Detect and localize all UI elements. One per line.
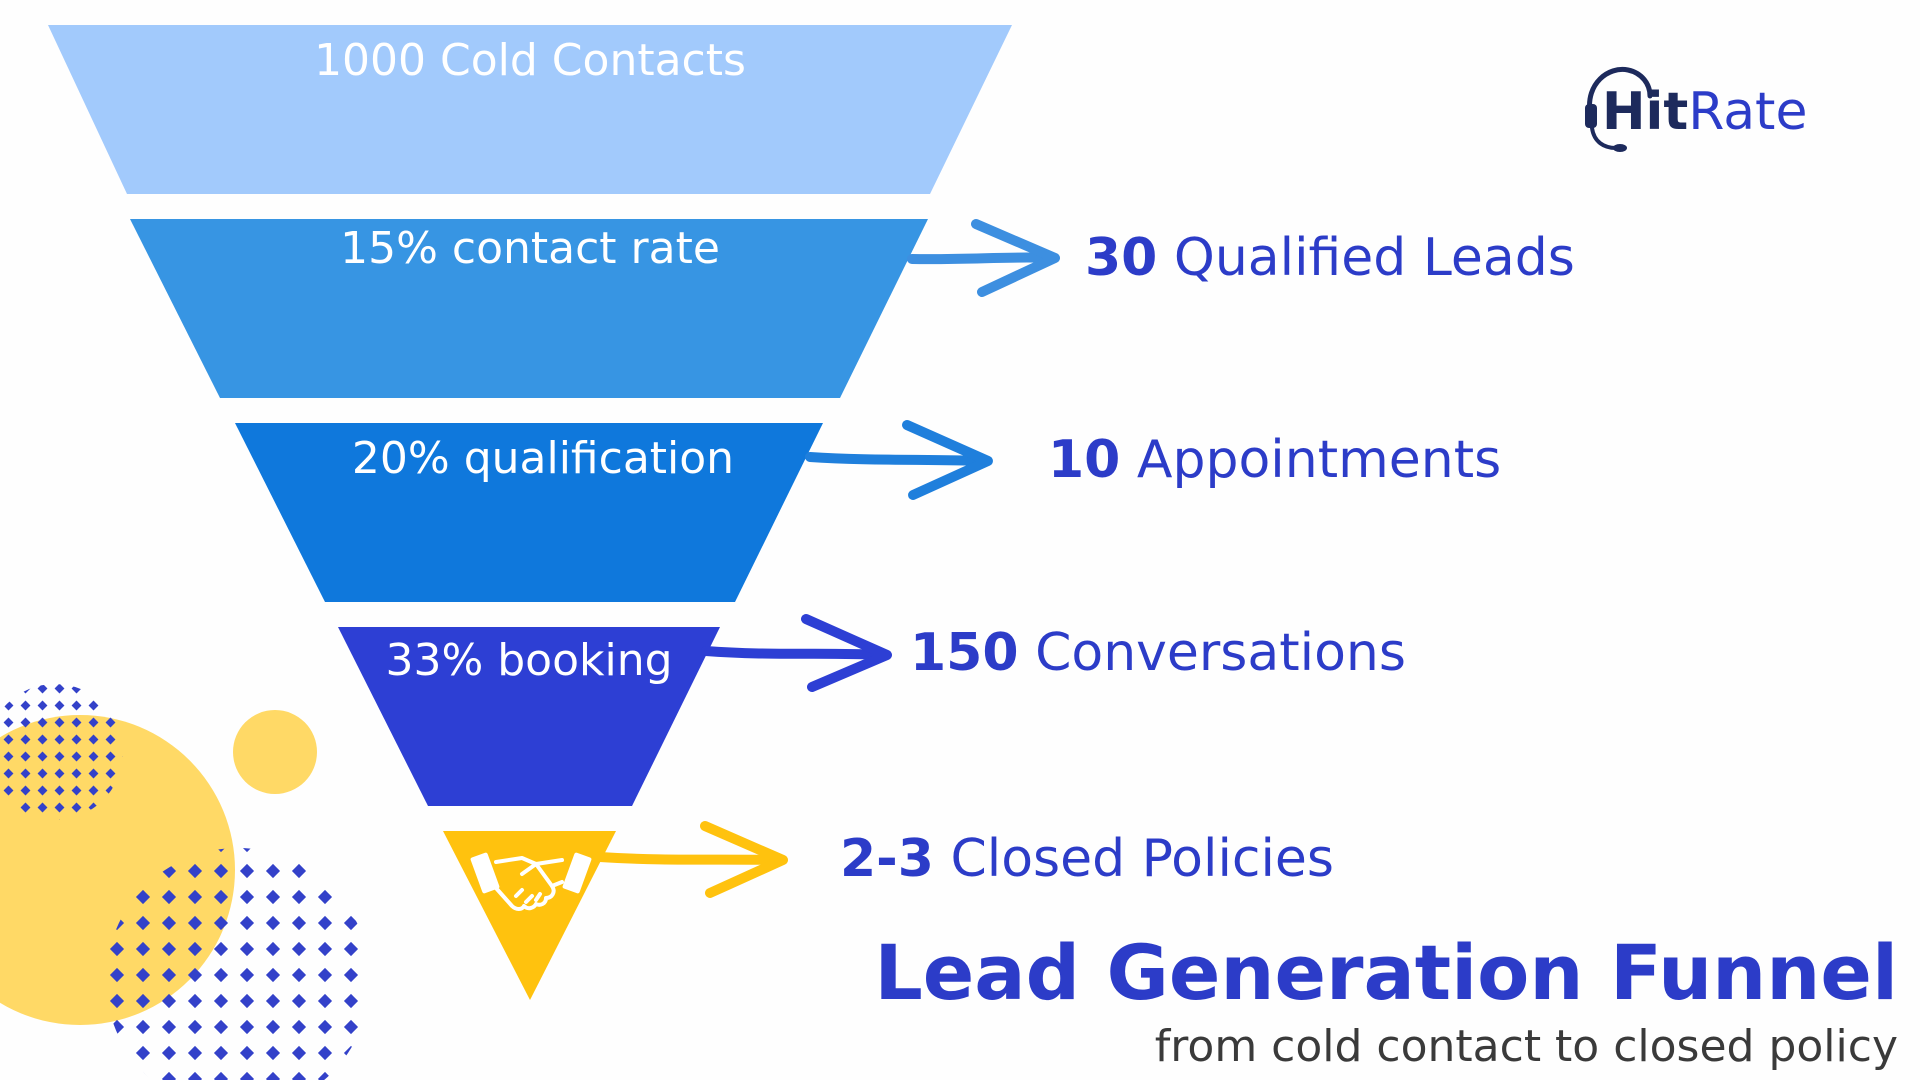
decor-dot-circle-large bbox=[106, 848, 370, 1080]
stage-label-4: 33% booking bbox=[385, 635, 672, 686]
stage-label-2: 15% contact rate bbox=[340, 223, 720, 274]
outcome-appointments: 10 Appointments bbox=[1048, 434, 1501, 486]
outcome-label: Closed Policies bbox=[950, 829, 1335, 889]
outcome-number: 30 bbox=[1085, 228, 1158, 288]
funnel-stage-5 bbox=[443, 831, 616, 1000]
logo-text-part1: Hit bbox=[1602, 82, 1689, 142]
logo-text: HitRate bbox=[1602, 86, 1807, 138]
outcome-label: Conversations bbox=[1035, 623, 1406, 683]
outcome-number: 10 bbox=[1048, 430, 1121, 490]
funnel-stage-4 bbox=[338, 627, 720, 806]
stage-label-1: 1000 Cold Contacts bbox=[314, 35, 746, 86]
page-title: Lead Generation Funnel bbox=[874, 928, 1898, 1017]
arrow-qualification bbox=[805, 420, 993, 500]
outcome-label: Appointments bbox=[1136, 430, 1502, 490]
decor-circles bbox=[0, 684, 370, 1080]
funnel-stage-1 bbox=[48, 25, 1012, 194]
arrow-closing bbox=[595, 821, 788, 898]
arrow-booking bbox=[701, 614, 892, 692]
headset-icon bbox=[1585, 66, 1652, 152]
outcome-number: 150 bbox=[910, 623, 1019, 683]
decor-dot-circle-small bbox=[0, 684, 123, 820]
funnel-stage-3 bbox=[235, 423, 823, 602]
funnel-stage-2 bbox=[130, 219, 928, 398]
outcome-number: 2-3 bbox=[840, 829, 934, 889]
outcome-conversations: 150 Conversations bbox=[910, 627, 1406, 679]
handshake-icon bbox=[470, 852, 592, 911]
hitrate-logo: HitRate bbox=[1582, 62, 1832, 152]
stage-label-3: 20% qualification bbox=[352, 433, 734, 484]
outcome-label: Qualified Leads bbox=[1173, 228, 1575, 288]
outcome-qualified-leads: 30 Qualified Leads bbox=[1085, 232, 1575, 284]
logo-text-part2: Rate bbox=[1688, 82, 1808, 142]
decor-yellow-circle-small bbox=[233, 710, 317, 794]
page-subtitle: from cold contact to closed policy bbox=[1154, 1021, 1898, 1072]
outcome-closed-policies: 2-3 Closed Policies bbox=[840, 833, 1334, 885]
arrow-contact-rate bbox=[907, 219, 1060, 297]
